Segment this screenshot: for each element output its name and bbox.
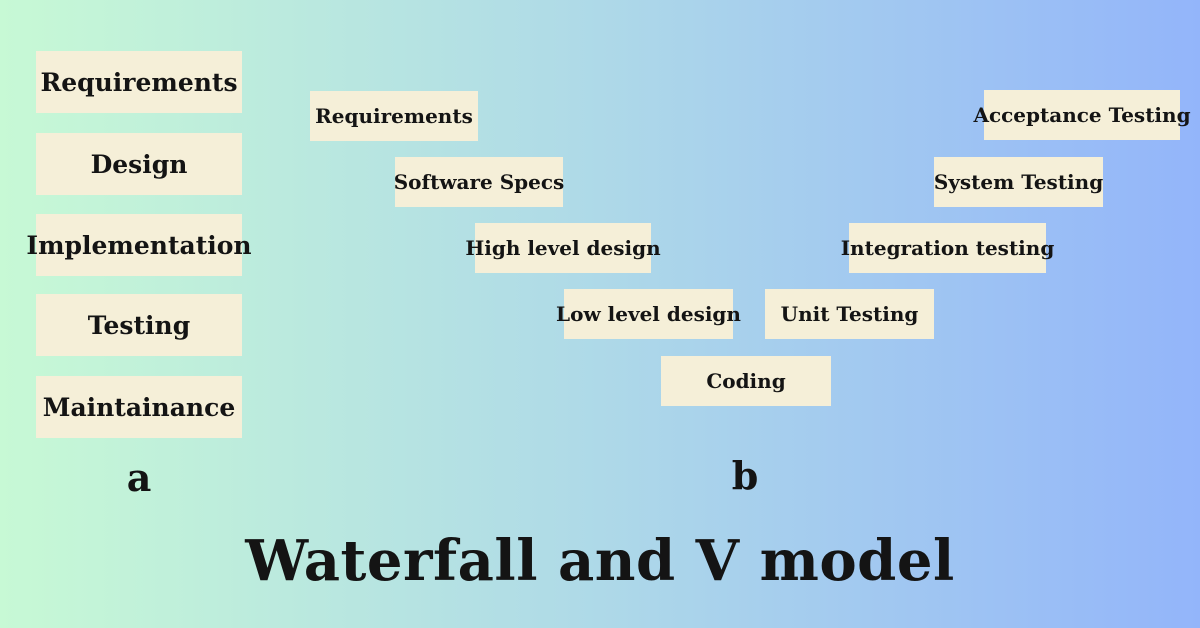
vmodel-step-integration-testing: Integration testing [841,223,1054,273]
waterfall-step-design: Design [36,133,242,195]
waterfall-step-requirements: Requirements [36,51,242,113]
vmodel-step-coding: Coding [661,356,831,406]
vmodel-step-system-testing: System Testing [934,157,1103,207]
waterfall-step-maintainance: Maintainance [36,376,242,438]
waterfall-panel-label: a [126,455,152,500]
waterfall-step-testing: Testing [36,294,242,356]
vmodel-step-unit-testing: Unit Testing [765,289,934,339]
waterfall-step-implementation: Implementation [26,214,252,276]
vmodel-step-high-level-design: High level design [465,223,661,273]
vmodel-step-low-level-design: Low level design [556,289,741,339]
vmodel-step-software-specs: Software Specs [394,157,564,207]
diagram-title: Waterfall and V model [245,528,955,594]
vmodel-step-requirements: Requirements [310,91,478,141]
vmodel-step-acceptance-testing: Acceptance Testing [973,90,1191,140]
vmodel-panel-label: b [731,453,759,498]
